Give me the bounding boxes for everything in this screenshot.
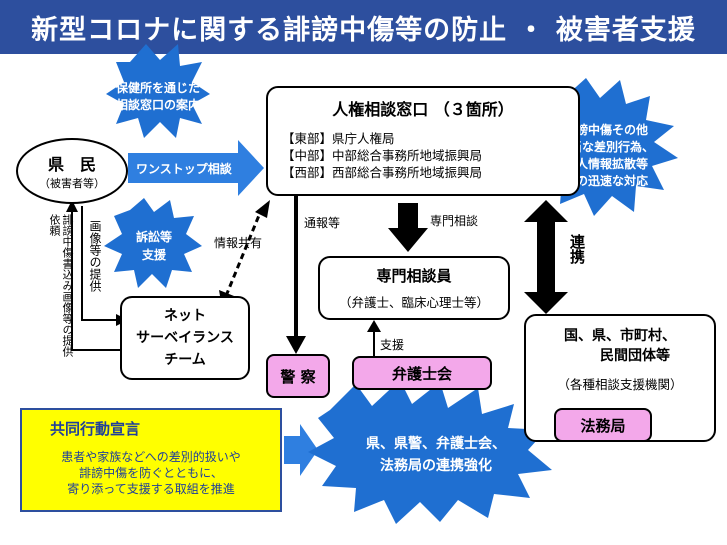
renkei-double-arrow bbox=[524, 200, 568, 314]
declaration-arrow bbox=[284, 424, 318, 476]
net-line1: ネット bbox=[164, 308, 206, 324]
kyodo-line3: 寄り添って支援する取組を推進 bbox=[67, 482, 235, 496]
hibou-star: 誹謗中傷その他 不当な差別行為、 個人情報拡散等 への迅速な対応 bbox=[548, 116, 664, 196]
sosho-star-shape bbox=[104, 198, 202, 288]
page-title: 新型コロナに関する誹謗中傷等の防止 ・ 被害者支援 bbox=[0, 0, 727, 54]
houmukyoku-box: 法務局 bbox=[554, 408, 652, 442]
jinken-line-central: 【中部】中部総合事務所地域振興局 bbox=[282, 148, 483, 163]
sosho-star: 訴訟等 支援 bbox=[118, 226, 190, 266]
hibou-star-line4: への迅速な対応 bbox=[563, 174, 648, 188]
hokenjo-star: 保健所を通じた 相談窓口の案内 bbox=[106, 74, 210, 118]
hokenjo-star-line1: 保健所を通じた bbox=[115, 81, 200, 95]
kuni-line2: 民間団体等 bbox=[600, 348, 670, 364]
sosho-star-line1: 訴訟等 bbox=[135, 230, 172, 244]
kyodo-line2: 誹謗中傷を防ぐとともに、 bbox=[79, 466, 223, 480]
tsuhou-label: 通報等 bbox=[304, 216, 341, 230]
renkei-star-line2: 法務局の連携強化 bbox=[380, 458, 492, 474]
kuni-line3: （各種相談支援機関） bbox=[557, 377, 683, 392]
kenmin-sub: （被害者等） bbox=[39, 177, 105, 190]
kyodo-declaration-box: 共同行動宣言 患者や家族などへの差別的扱いや 誹謗中傷を防ぐとともに、 寄り添っ… bbox=[20, 408, 282, 512]
hokenjo-star-line2: 相談窓口の案内 bbox=[115, 98, 200, 112]
one-stop-arrow bbox=[128, 140, 264, 196]
renkei-label: 連携 bbox=[568, 234, 586, 264]
kenmin-name: 県 民 bbox=[47, 155, 96, 174]
kenmin-node: 県 民 （被害者等） bbox=[16, 138, 128, 204]
jinken-title: 人権相談窓口 （３箇所） bbox=[332, 100, 514, 119]
net-line3: チーム bbox=[164, 352, 206, 368]
kyodo-title: 共同行動宣言 bbox=[50, 420, 141, 438]
renkei-star: 県、県警、弁護士会、 法務局の連携強化 bbox=[346, 432, 526, 478]
hibou-star-line1: 誹謗中傷その他 bbox=[563, 123, 648, 137]
renkei-star-line1: 県、県警、弁護士会、 bbox=[366, 436, 506, 452]
senmon-sub: （弁護士、臨床心理士等） bbox=[338, 295, 489, 310]
bengoshikai-box: 弁護士会 bbox=[352, 356, 492, 390]
net-surveillance-box: ネット サーベイランス チーム bbox=[120, 296, 250, 380]
renkei-star-shape bbox=[308, 380, 552, 524]
hibou-star-line3: 個人情報拡散等 bbox=[563, 157, 648, 171]
image-provide-label: 画像等の提供 bbox=[88, 220, 102, 292]
sosho-star-line2: 支援 bbox=[141, 248, 166, 262]
jinken-soudan-box: 人権相談窓口 （３箇所） 【東部】県庁人権局 【中部】中部総合事務所地域振興局 … bbox=[266, 86, 580, 196]
hibou-star-line2: 不当な差別行為、 bbox=[557, 140, 654, 154]
kuni-line1: 国、県、市町村、 bbox=[564, 328, 676, 344]
senmon-soudan-label: 専門相談 bbox=[430, 214, 479, 228]
one-stop-label: ワンストップ相談 bbox=[136, 162, 232, 176]
net-line2: サーベイランス bbox=[136, 330, 234, 346]
keisatsu-box: 警 察 bbox=[266, 354, 330, 398]
kyodo-line1: 患者や家族などへの差別的扱いや bbox=[61, 450, 241, 464]
hokenjo-star-shape bbox=[106, 44, 210, 138]
johokyoyu-label: 情報共有 bbox=[214, 236, 263, 250]
senmon-title: 専門相談員 bbox=[376, 267, 452, 285]
jinken-line-west: 【西部】西部総合事務所地域振興局 bbox=[282, 165, 483, 180]
jinken-line-east: 【東部】県庁人権局 bbox=[282, 131, 395, 146]
shien-label: 支援 bbox=[380, 338, 405, 352]
senmon-soudanin-box: 専門相談員 （弁護士、臨床心理士等） bbox=[318, 256, 510, 320]
delete-request-label: 誹謗中傷書込み画像等の提供依頼 bbox=[48, 214, 74, 357]
senmon-arrow bbox=[388, 203, 428, 252]
